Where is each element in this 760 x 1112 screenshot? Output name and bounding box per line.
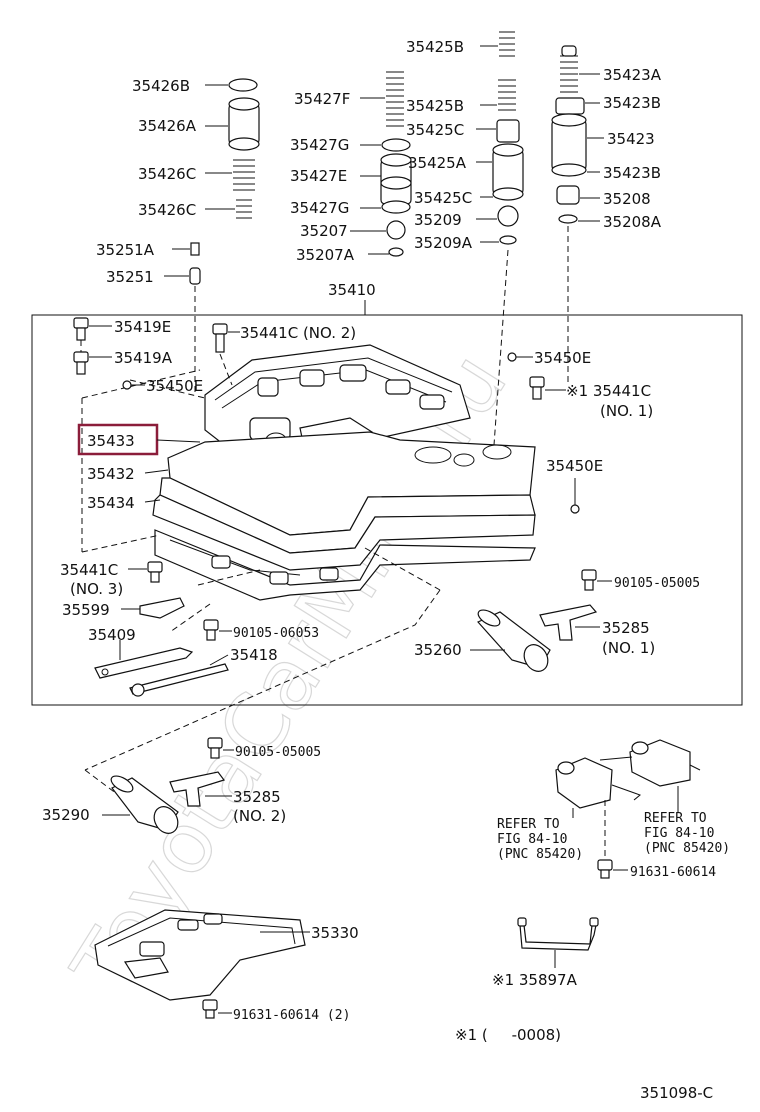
label-35441c-no3-sub: (NO. 3) (70, 580, 123, 598)
ball-35450e-3 (570, 504, 580, 514)
label-35285-no2: 35285 (233, 788, 281, 806)
bolt-35441c-no3 (128, 561, 163, 583)
ball-35450e-1 (122, 380, 145, 390)
label-35441c-no1-sub: (NO. 1) (600, 402, 653, 420)
label-90105-05005-a: 90105-05005 (614, 576, 700, 591)
label-35426b: 35426B (132, 77, 190, 95)
bolt-90105-05005-b (207, 737, 234, 759)
label-35419e: 35419E (114, 318, 171, 336)
solenoid-35290 (102, 775, 179, 834)
label-91631-60614-b: 91631-60614 (2) (233, 1008, 350, 1023)
highlight-35433 (77, 423, 159, 456)
label-35251: 35251 (106, 268, 154, 286)
label-35423: 35423 (607, 130, 655, 148)
label-35418: 35418 (230, 646, 278, 664)
label-35207a: 35207A (296, 246, 355, 264)
label-refer-2-a: REFER TO (644, 811, 707, 826)
label-35330: 35330 (311, 924, 359, 942)
label-35426a: 35426A (138, 117, 197, 135)
label-35897a: ※1 35897A (492, 971, 578, 989)
bolt-35419a (73, 351, 112, 375)
label-35285-no1-sub: (NO. 1) (602, 639, 655, 657)
label-35450e-1: 35450E (146, 377, 203, 395)
label-35423a: 35423A (603, 66, 662, 84)
footnote: ※1 ( -0008) (455, 1026, 561, 1044)
label-35427g-2: 35427G (290, 199, 349, 217)
stack-35423 (551, 45, 604, 385)
label-35425c-2: 35425C (414, 189, 472, 207)
solenoid-assembly-refer (555, 739, 701, 860)
label-35432: 35432 (87, 465, 135, 483)
stack-35426 (205, 78, 260, 219)
footer-code: 351098-C (640, 1084, 713, 1102)
rod-35418 (129, 654, 229, 697)
label-91631-60614-a: 91631-60614 (630, 865, 716, 880)
label-35426c-2: 35426C (138, 201, 196, 219)
label-35208a: 35208A (603, 213, 662, 231)
label-refer-1-c: (PNC 85420) (497, 847, 583, 862)
ball-35450e-2 (507, 352, 533, 362)
label-35251a: 35251A (96, 241, 155, 259)
label-35599: 35599 (62, 601, 110, 619)
label-35427g-1: 35427G (290, 136, 349, 154)
plate-35599 (121, 597, 211, 633)
label-35433[interactable]: 35433 (87, 432, 135, 450)
label-35285-no2-sub: (NO. 2) (233, 807, 286, 825)
label-90105-05005-b: 90105-05005 (235, 745, 321, 760)
label-35426c-1: 35426C (138, 165, 196, 183)
label-35425b-top: 35425B (406, 38, 464, 56)
label-35434: 35434 (87, 494, 135, 512)
bolt-35441c-no2 (212, 323, 240, 386)
stack-35427 (350, 71, 412, 257)
lower-valve-body (154, 529, 536, 601)
label-35419a: 35419A (114, 349, 173, 367)
label-35441c-no3: 35441C (60, 561, 118, 579)
label-35425b-mid: 35425B (406, 97, 464, 115)
lever-35409 (94, 640, 194, 679)
filter-35330 (94, 909, 310, 1001)
label-35208: 35208 (603, 190, 651, 208)
pin-35251 (164, 242, 201, 395)
valve-body-frame (31, 314, 743, 706)
label-35209: 35209 (414, 211, 462, 229)
label-refer-1-a: REFER TO (497, 817, 560, 832)
label-refer-1-b: FIG 84-10 (497, 832, 567, 847)
bolt-91631-60614-b (202, 999, 232, 1019)
plates-35432-35434 (152, 431, 536, 571)
bracket-35285-no1 (539, 604, 600, 641)
bolt-91631-60614-a (597, 859, 628, 879)
bolt-35441c-no1 (529, 376, 566, 400)
label-35410: 35410 (328, 281, 376, 299)
label-35441c-no2: 35441C (NO. 2) (240, 324, 356, 342)
label-refer-2-c: (PNC 85420) (644, 841, 730, 856)
label-90105-06053: 90105-06053 (233, 626, 319, 641)
pipe-35897a (517, 917, 599, 968)
solenoid-35260 (470, 609, 551, 672)
label-35207: 35207 (300, 222, 348, 240)
label-35425a: 35425A (408, 154, 467, 172)
label-35209a: 35209A (414, 234, 473, 252)
stack-35425 (476, 31, 524, 446)
label-35260: 35260 (414, 641, 462, 659)
label-35285-no1: 35285 (602, 619, 650, 637)
label-35450e-2: 35450E (534, 349, 591, 367)
label-35290: 35290 (42, 806, 90, 824)
label-35427e: 35427E (290, 167, 347, 185)
bracket-35285-no2 (169, 771, 232, 807)
label-35425c-1: 35425C (406, 121, 464, 139)
label-35423b-2: 35423B (603, 164, 661, 182)
label-refer-2-b: FIG 84-10 (644, 826, 714, 841)
label-35450e-3: 35450E (546, 457, 603, 475)
bolt-90105-05005-a (581, 569, 612, 591)
label-35441c-no1: ※1 35441C (566, 382, 651, 400)
label-35423b-1: 35423B (603, 94, 661, 112)
label-35427f: 35427F (294, 90, 350, 108)
bolt-90105-06053 (203, 619, 232, 641)
label-35409: 35409 (88, 626, 136, 644)
bolt-35419e (73, 317, 112, 365)
